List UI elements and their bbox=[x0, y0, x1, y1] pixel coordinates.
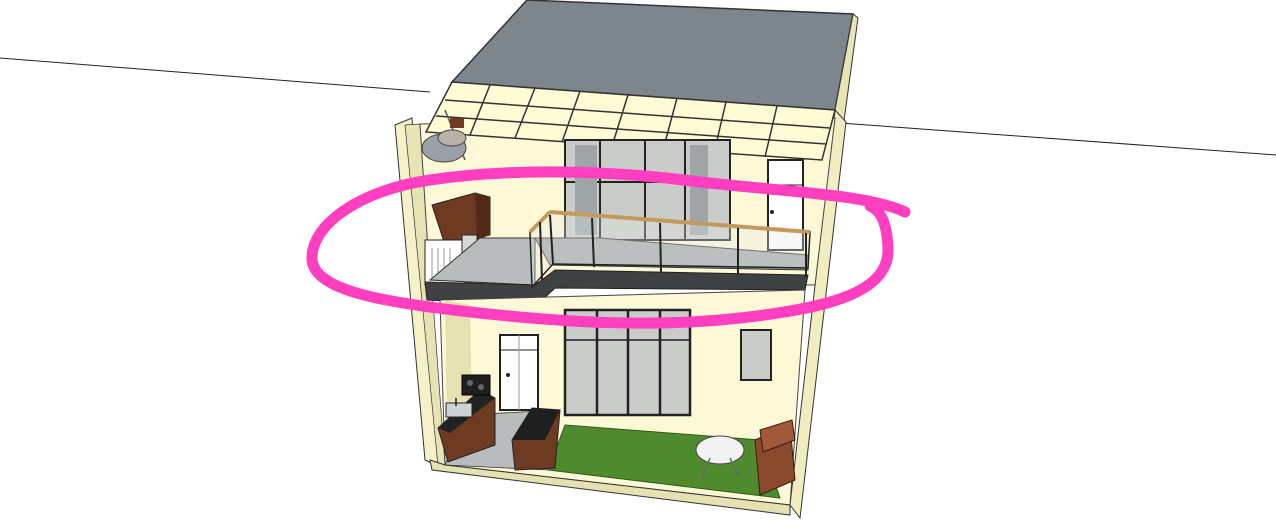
round-table-icon bbox=[695, 435, 745, 479]
pergola-grid bbox=[424, 81, 836, 161]
kitchen-island bbox=[511, 407, 561, 471]
horizon-line-left bbox=[0, 57, 431, 93]
balcony-railing bbox=[528, 210, 811, 289]
ground-slab-edge bbox=[429, 459, 791, 516]
stove-icon bbox=[461, 374, 491, 396]
laundry-area bbox=[431, 192, 491, 246]
side-window bbox=[740, 329, 772, 381]
armchair-icon bbox=[754, 419, 796, 496]
back-wall-lower-shadow bbox=[445, 300, 472, 430]
highlight-ellipse bbox=[306, 166, 911, 329]
sink-icon bbox=[445, 398, 473, 418]
clothes-rack-icon bbox=[421, 109, 467, 163]
right-wall bbox=[789, 108, 847, 520]
horizon-line-right bbox=[839, 122, 1276, 156]
ground-floor-door bbox=[499, 334, 539, 411]
